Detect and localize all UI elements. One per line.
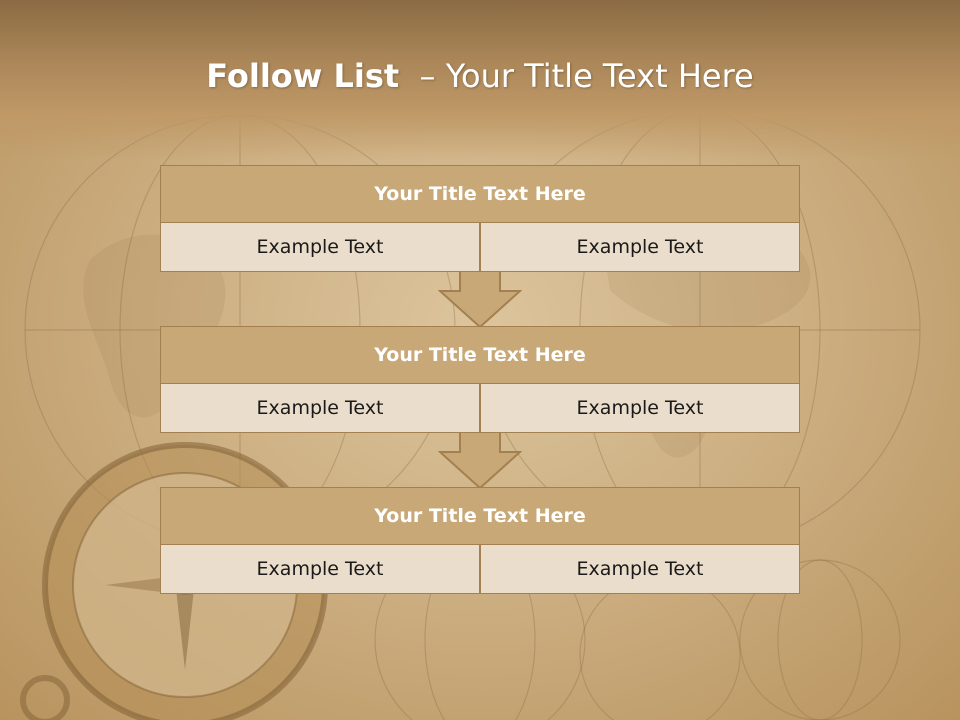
block-cell-left[interactable]: Example Text (160, 222, 480, 272)
block-title[interactable]: Your Title Text Here (160, 487, 800, 545)
slide-title[interactable]: Follow List – Your Title Text Here (0, 52, 960, 100)
block-title[interactable]: Your Title Text Here (160, 326, 800, 384)
block-cell-right[interactable]: Example Text (480, 544, 800, 594)
block-title[interactable]: Your Title Text Here (160, 165, 800, 223)
title-banner (0, 0, 960, 160)
down-arrow-icon (438, 271, 522, 329)
block-cell-left[interactable]: Example Text (160, 383, 480, 433)
block-cell-right[interactable]: Example Text (480, 383, 800, 433)
block-cell-left[interactable]: Example Text (160, 544, 480, 594)
down-arrow-icon (438, 432, 522, 490)
slide-title-rest: – Your Title Text Here (399, 57, 754, 95)
slide-title-bold: Follow List (206, 57, 400, 95)
block-cell-right[interactable]: Example Text (480, 222, 800, 272)
